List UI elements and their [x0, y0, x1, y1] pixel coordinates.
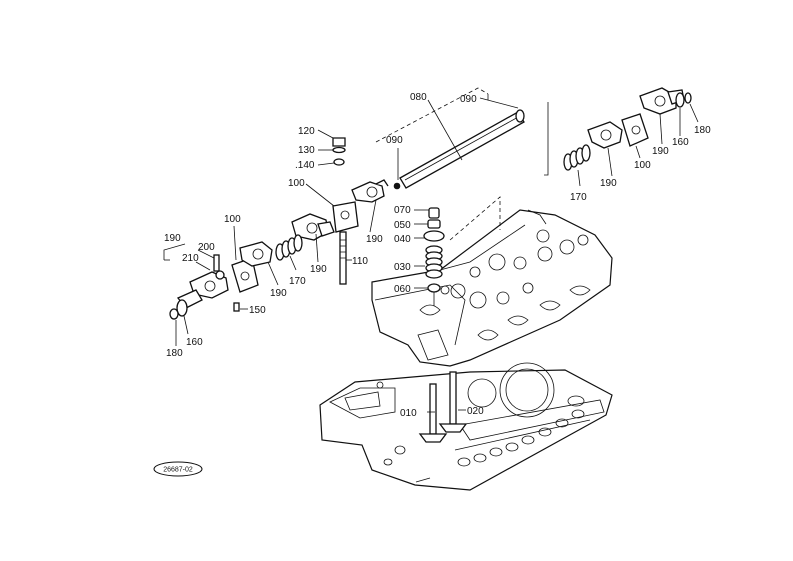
callout-160-left: 160 [186, 337, 203, 348]
drawing-code-badge: 26687-02 [153, 461, 203, 477]
callout-100-right: 100 [634, 160, 651, 171]
callout-100-center: 100 [288, 178, 305, 189]
callout-210: 210 [182, 253, 199, 264]
cylinder-block [319, 362, 613, 491]
washer-160-right [675, 92, 692, 108]
callout-090-top: 090 [460, 94, 477, 105]
callout-180-right: 180 [694, 125, 711, 136]
callout-170-left: 170 [289, 276, 306, 287]
callout-030: 030 [394, 262, 411, 273]
callout-070: 070 [394, 205, 411, 216]
callout-190-left: 190 [270, 288, 287, 299]
callout-080: 080 [410, 92, 427, 103]
callout-180-left: 180 [166, 348, 183, 359]
callout-190-farleft: 190 [164, 233, 181, 244]
callout-200: 200 [198, 242, 215, 253]
callout-050: 050 [394, 220, 411, 231]
callout-190-right-a: 190 [600, 178, 617, 189]
bolt-150 [233, 302, 240, 312]
spring-170-left [275, 234, 303, 261]
callout-020: 020 [467, 406, 484, 417]
callout-100-left: 100 [224, 214, 241, 225]
rocker-arm-lower-mid [291, 213, 335, 241]
rocker-bracket-left [231, 241, 273, 293]
callout-110: 110 [352, 256, 368, 267]
rocker-bracket-right [621, 113, 649, 147]
callout-190-lowmid: 190 [310, 264, 327, 275]
callout-190-right-b: 190 [652, 146, 669, 157]
rocker-arm-mid [351, 179, 389, 203]
callout-010: 010 [400, 408, 417, 419]
intake-valve [418, 383, 448, 443]
valve-spring-assembly [423, 207, 445, 306]
callout-150: 150 [249, 305, 266, 316]
callout-130: 130 [298, 145, 315, 156]
adjusting-screw-left [213, 254, 225, 280]
rocker-arm-right-lower [587, 121, 623, 149]
rocker-arm-shaft [393, 109, 525, 190]
assembly-brackets [163, 87, 549, 261]
spring-170-right [563, 144, 591, 171]
drawing-code: 26687-02 [163, 467, 193, 474]
callout-120: 120 [298, 126, 315, 137]
callout-140: .140 [295, 160, 315, 171]
callout-060: 060 [394, 284, 411, 295]
callout-040: 040 [394, 234, 411, 245]
callout-090-mid: 090 [386, 135, 403, 146]
washer-160-left [169, 299, 188, 320]
callout-160-right: 160 [672, 137, 689, 148]
callout-170-right: 170 [570, 192, 587, 203]
exhaust-valve [438, 371, 468, 433]
cylinder-head [371, 209, 613, 367]
callouts: 010 020 030 040 050 060 070 080 090 090 … [164, 92, 711, 419]
leader-lines [175, 97, 699, 413]
callout-190-mid: 190 [366, 234, 383, 245]
